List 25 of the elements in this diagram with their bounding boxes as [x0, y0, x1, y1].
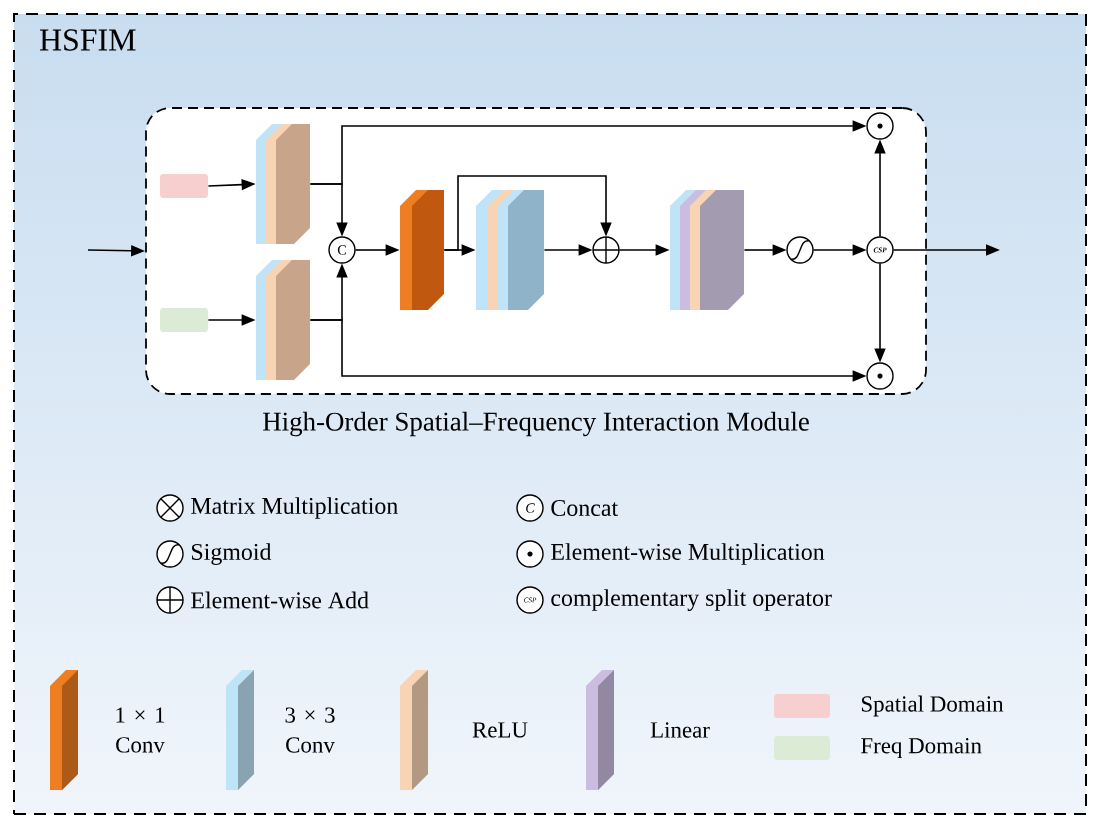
legend-text: Element-wise Add [191, 591, 369, 609]
layer-block [400, 190, 444, 310]
layer-block [670, 190, 744, 310]
legend-text: Sigmoid [192, 543, 272, 565]
legend-text: Spatial Domain [861, 695, 1004, 717]
multiply-symbol [866, 362, 894, 390]
legend-text: Freq Domain [861, 738, 982, 759]
input-box [160, 308, 208, 332]
legend-text: Linear [650, 722, 710, 738]
sigmoid-symbol [786, 236, 814, 264]
legend-text: 3 × 3 Conv [285, 707, 335, 753]
layer-block [256, 260, 310, 380]
layer-block [256, 124, 310, 244]
legend-text: Matrix Multiplication [191, 497, 398, 519]
legend-text: complementary split operator [551, 589, 832, 611]
arrow [443, 175, 612, 251]
multiply-symbol [866, 112, 894, 140]
legend-text: 1 × 1 Conv [116, 707, 165, 753]
layer-block [476, 190, 544, 310]
legend-text: Element-wise Multiplication [551, 543, 825, 565]
input-box [160, 174, 208, 198]
legend-text: ReLU [472, 722, 528, 738]
legend-text: Concat [551, 499, 618, 517]
add-symbol [592, 236, 620, 264]
node-label: High-Order Spatial–Frequency Interaction Module [263, 411, 809, 437]
